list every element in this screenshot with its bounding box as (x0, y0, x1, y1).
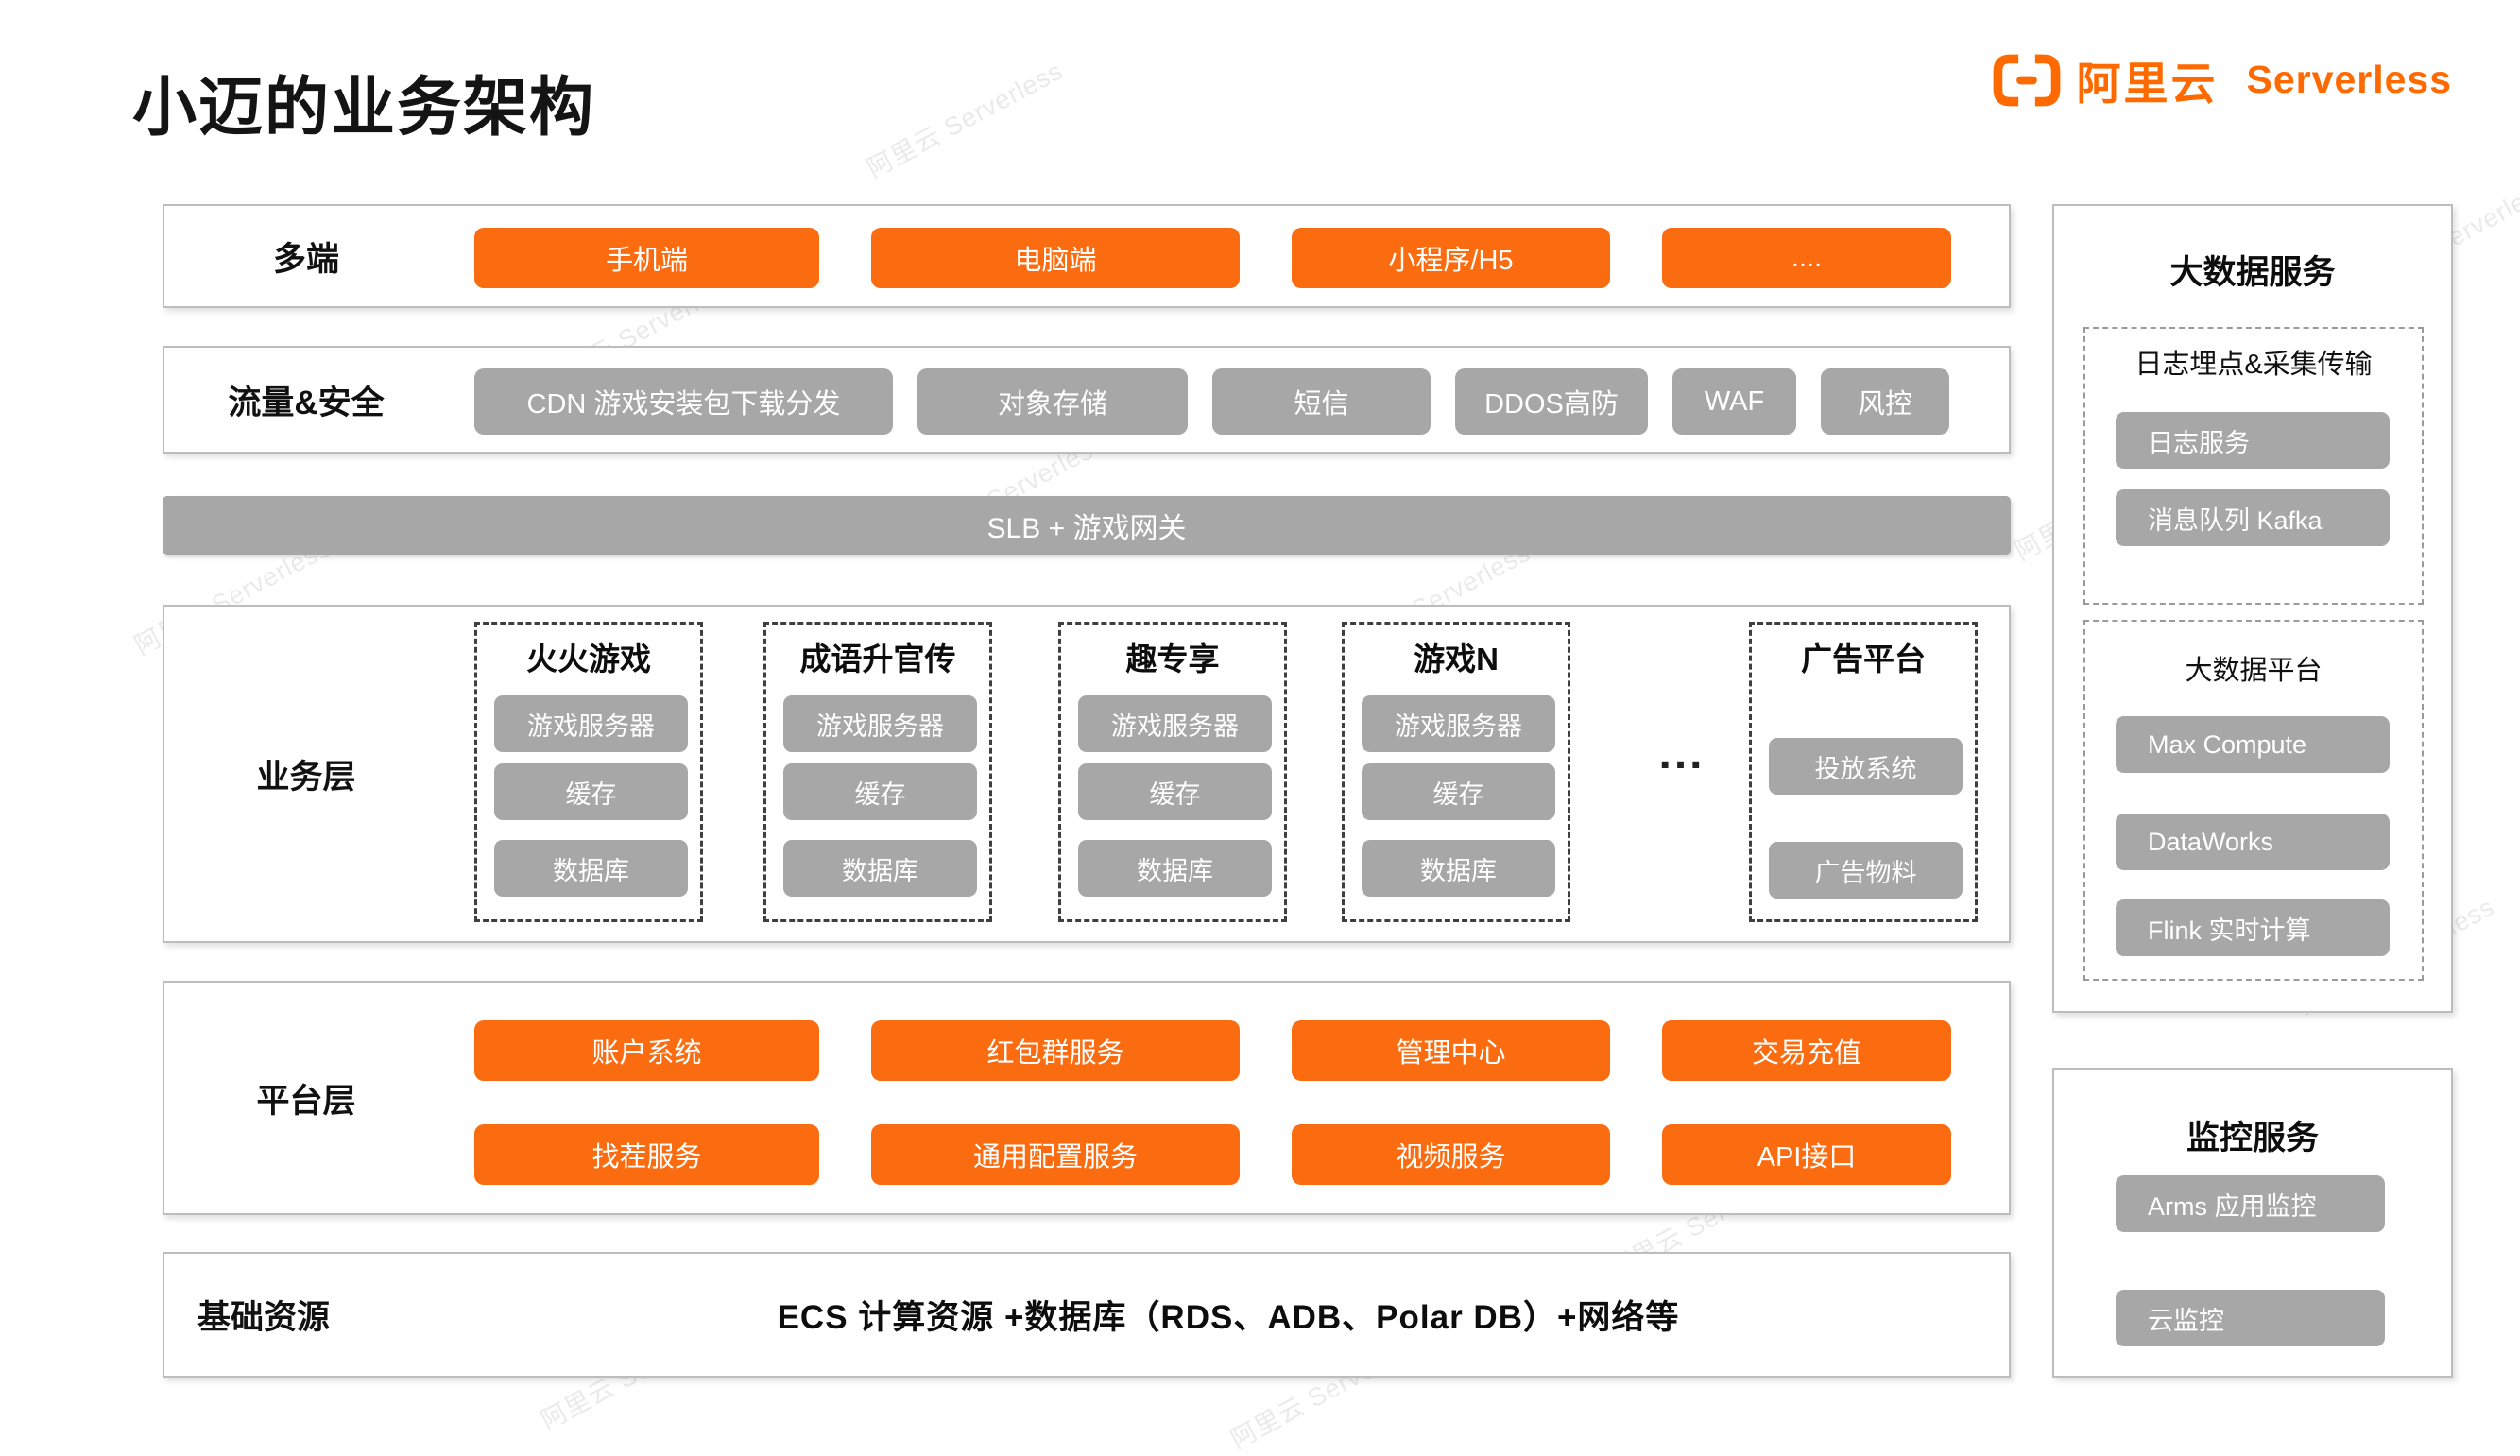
node-cdn: CDN 游戏安装包下载分发 (474, 368, 893, 435)
logo-brand-text: 阿里云 (2076, 59, 2219, 109)
slide-canvas: 阿里云 Serverless 阿里云 Serverless 阿里云 Server… (129, 47, 2520, 1454)
business-group-quzhuanxiang: 趣专享 游戏服务器 缓存 数据库 (1058, 622, 1287, 922)
node-max-compute: Max Compute (2116, 716, 2390, 773)
log-collection-group: 日志埋点&采集传输 日志服务 消息队列 Kafka (2083, 327, 2424, 605)
platform-layer-label: 平台层 (256, 1082, 356, 1120)
node-arms-monitor: Arms 应用监控 (2116, 1175, 2385, 1232)
node-game-server: 游戏服务器 (783, 695, 977, 752)
node-cache: 缓存 (1362, 763, 1555, 820)
bigdata-service-box: 大数据服务 日志埋点&采集传输 日志服务 消息队列 Kafka 大数据平台 Ma… (2052, 204, 2453, 1013)
monitor-service-box: 监控服务 Arms 应用监控 云监控 (2052, 1068, 2453, 1378)
multi-end-label: 多端 (272, 240, 339, 278)
traffic-security-buttons: CDN 游戏安装包下载分发 对象存储 短信 DDOS高防 WAF 风控 (474, 368, 1949, 435)
node-ddos: DDOS高防 (1455, 368, 1648, 435)
node-pc-client: 电脑端 (871, 228, 1240, 288)
node-log-service: 日志服务 (2116, 412, 2390, 469)
node-database: 数据库 (1078, 840, 1272, 897)
bigdata-title: 大数据服务 (2169, 254, 2336, 291)
platform-row-2: 找茬服务 通用配置服务 视频服务 API接口 (474, 1124, 1951, 1185)
node-spot-diff-service: 找茬服务 (474, 1124, 819, 1185)
node-cloud-monitor: 云监控 (2116, 1290, 2385, 1346)
node-cache: 缓存 (1078, 763, 1272, 820)
node-game-server: 游戏服务器 (494, 695, 688, 752)
platform-layer: 平台层 账户系统 红包群服务 管理中心 交易充值 找茬服务 通用配置服务 视频服… (163, 981, 2011, 1215)
node-ad-delivery: 投放系统 (1769, 738, 1963, 795)
group-title: 广告平台 (1801, 642, 1926, 677)
platform-row-1: 账户系统 红包群服务 管理中心 交易充值 (474, 1020, 1951, 1081)
monitor-title: 监控服务 (2186, 1120, 2319, 1156)
node-ad-material: 广告物料 (1769, 842, 1963, 899)
multi-end-row: 多端 手机端 电脑端 小程序/H5 .... (163, 204, 2011, 308)
business-layer-label: 业务层 (256, 758, 356, 796)
business-group-game-n: 游戏N 游戏服务器 缓存 数据库 (1342, 622, 1570, 922)
node-kafka-queue: 消息队列 Kafka (2116, 489, 2390, 546)
node-oss: 对象存储 (917, 368, 1188, 435)
node-config-service: 通用配置服务 (871, 1124, 1240, 1185)
watermark-text: 阿里云 Serverless (862, 56, 1068, 183)
brand-logo: 阿里云 Serverless (1992, 47, 2452, 112)
node-more-clients: .... (1662, 228, 1951, 288)
node-game-server: 游戏服务器 (1362, 695, 1555, 752)
group-title: 成语升官传 (799, 642, 956, 677)
node-sms: 短信 (1212, 368, 1431, 435)
node-account-system: 账户系统 (474, 1020, 819, 1081)
node-dataworks: DataWorks (2116, 814, 2390, 870)
node-risk-control: 风控 (1821, 368, 1949, 435)
node-cache: 缓存 (783, 763, 977, 820)
node-game-server: 游戏服务器 (1078, 695, 1272, 752)
traffic-security-row: 流量&安全 CDN 游戏安装包下载分发 对象存储 短信 DDOS高防 WAF 风… (163, 346, 2011, 454)
business-group-ad-platform: 广告平台 投放系统 广告物料 (1749, 622, 1978, 922)
node-flink: Flink 实时计算 (2116, 899, 2390, 956)
business-group-huohuo: 火火游戏 游戏服务器 缓存 数据库 (474, 622, 703, 922)
node-api-interface: API接口 (1662, 1124, 1951, 1185)
node-database: 数据库 (494, 840, 688, 897)
traffic-security-label: 流量&安全 (228, 384, 385, 421)
node-database: 数据库 (783, 840, 977, 897)
group-title: 趣专享 (1125, 642, 1220, 677)
page-title: 小迈的业务架构 (132, 72, 596, 144)
group-title: 火火游戏 (526, 642, 651, 677)
multi-end-buttons: 手机端 电脑端 小程序/H5 .... (474, 228, 1951, 288)
node-redpacket-group: 红包群服务 (871, 1020, 1240, 1081)
node-mobile-client: 手机端 (474, 228, 819, 288)
business-group-chengyu: 成语升官传 游戏服务器 缓存 数据库 (763, 622, 992, 922)
node-miniapp-h5: 小程序/H5 (1292, 228, 1610, 288)
bigdata-platform-group: 大数据平台 Max Compute DataWorks Flink 实时计算 (2083, 620, 2424, 981)
node-waf: WAF (1672, 368, 1796, 435)
node-trade-recharge: 交易充值 (1662, 1020, 1951, 1081)
node-video-service: 视频服务 (1292, 1124, 1610, 1185)
node-cache: 缓存 (494, 763, 688, 820)
business-layer: 业务层 火火游戏 游戏服务器 缓存 数据库 成语升官传 游戏服务器 缓存 数据库… (163, 605, 2011, 943)
infra-description: ECS 计算资源 +数据库（RDS、ADB、Polar DB）+网络等 (777, 1299, 1680, 1336)
more-groups-ellipsis: ... (1658, 728, 1706, 779)
infra-label: 基础资源 (197, 1299, 331, 1336)
node-admin-center: 管理中心 (1292, 1020, 1610, 1081)
node-database: 数据库 (1362, 840, 1555, 897)
alibaba-cloud-icon (1993, 54, 2060, 106)
bigdata-platform-title: 大数据平台 (2185, 656, 2323, 686)
logo-product-text: Serverless (2246, 58, 2452, 101)
infra-layer: 基础资源 ECS 计算资源 +数据库（RDS、ADB、Polar DB）+网络等 (163, 1252, 2011, 1378)
log-group-title: 日志埋点&采集传输 (2134, 350, 2373, 380)
group-title: 游戏N (1414, 642, 1499, 677)
slb-gateway-bar: SLB + 游戏网关 (163, 496, 2011, 555)
